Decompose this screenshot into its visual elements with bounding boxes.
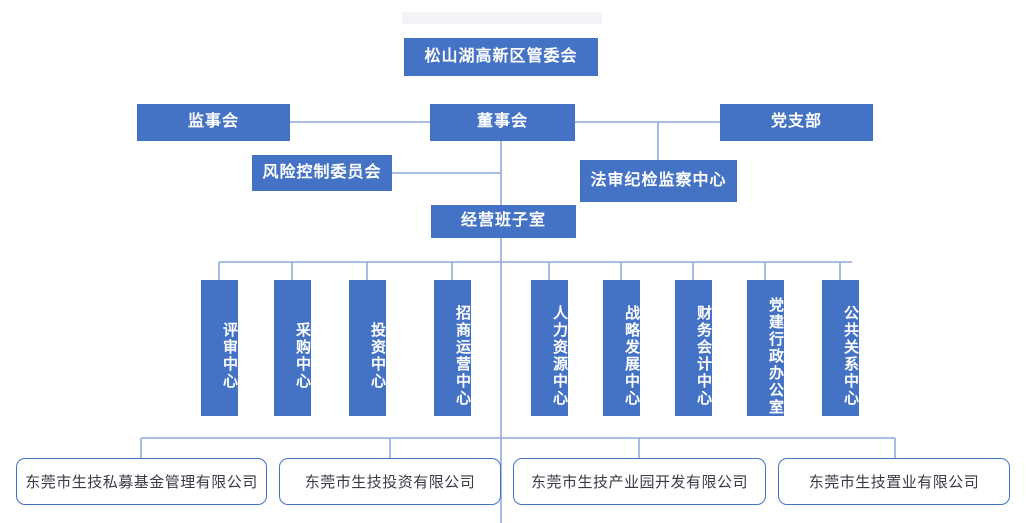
- node-management-office[interactable]: 经营班子室: [431, 205, 576, 238]
- node-department-public-relations-center[interactable]: 公共关系中心: [822, 280, 859, 416]
- node-supervisory-board[interactable]: 监事会: [137, 104, 290, 141]
- node-department-human-resources-center[interactable]: 人力资源中心: [531, 280, 568, 416]
- node-subsidiary-private-fund-management[interactable]: 东莞市生技私募基金管理有限公司: [16, 458, 267, 505]
- node-legal-audit-inspection-center[interactable]: 法审纪检监察中心: [580, 160, 737, 202]
- decorative-top-bar: [402, 12, 602, 24]
- node-board-of-directors[interactable]: 董事会: [430, 104, 575, 141]
- node-subsidiary-real-estate[interactable]: 东莞市生技置业有限公司: [778, 458, 1010, 505]
- node-department-procurement-center[interactable]: 采购中心: [274, 280, 311, 416]
- node-department-finance-accounting-center[interactable]: 财务会计中心: [675, 280, 712, 416]
- node-subsidiary-industrial-park-development[interactable]: 东莞市生技产业园开发有限公司: [513, 458, 766, 505]
- node-risk-control-committee[interactable]: 风险控制委员会: [252, 155, 392, 191]
- node-party-branch[interactable]: 党支部: [720, 104, 873, 141]
- node-department-strategic-development-center[interactable]: 战略发展中心: [603, 280, 640, 416]
- node-department-investment-promotion-operations-center[interactable]: 招商运营中心: [434, 280, 471, 416]
- node-department-investment-center[interactable]: 投资中心: [349, 280, 386, 416]
- node-top-authority[interactable]: 松山湖高新区管委会: [404, 38, 598, 76]
- node-subsidiary-investment[interactable]: 东莞市生技投资有限公司: [279, 458, 501, 505]
- node-department-review-center[interactable]: 评审中心: [201, 280, 238, 416]
- node-department-party-building-administration-office[interactable]: 党建行政办公室: [747, 280, 784, 416]
